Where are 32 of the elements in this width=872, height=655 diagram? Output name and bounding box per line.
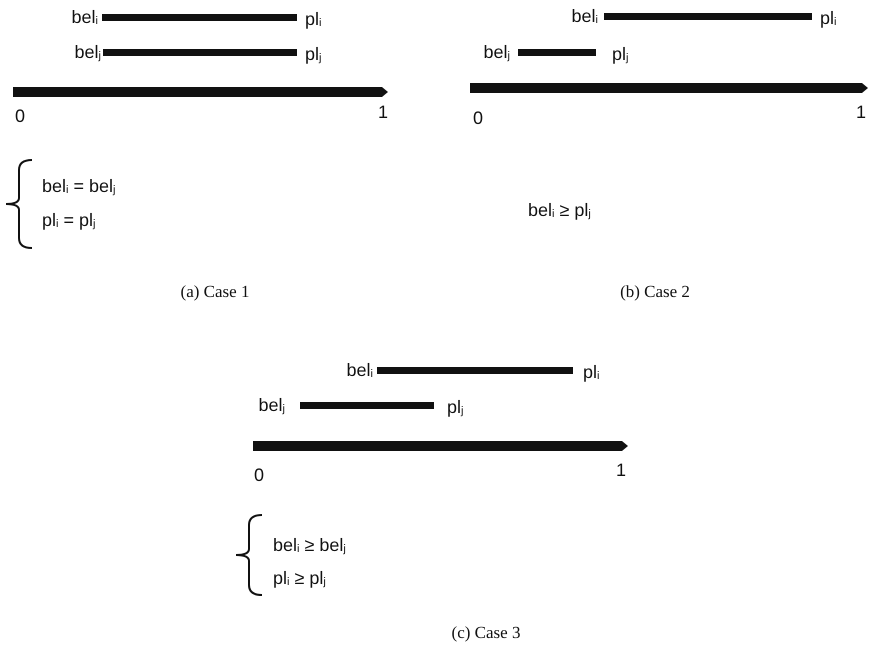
figure-caption: (b) Case 2 (620, 281, 690, 303)
interval-bar (300, 402, 434, 409)
interval-start-label: bel$_{i}$ (72, 6, 98, 29)
interval-end-label: pl$_{j}$ (612, 43, 628, 66)
figure-caption: (c) Case 3 (452, 622, 520, 644)
axis-tick-label: 1 (856, 101, 866, 123)
interval-bar (604, 13, 812, 20)
interval-end-label: pl$_{j}$ (305, 43, 322, 66)
interval-start-label: bel$_{j}$ (258, 394, 285, 417)
condition-text: bel$_{i}$ ≥ bel$_{j}$ (273, 534, 346, 557)
interval-end-label: pl$_{i}$ (305, 8, 322, 31)
figure-caption: (a) Case 1 (180, 281, 250, 303)
interval-end-label: pl$_{i}$ (583, 361, 600, 384)
interval-end-label: pl$_{i}$ (820, 7, 836, 30)
condition-text: bel$_{i}$ ≥ pl$_{j}$ (528, 199, 591, 222)
axis-tick-label: 1 (378, 101, 388, 123)
interval-bar (377, 367, 573, 374)
interval-start-label: bel$_{j}$ (74, 41, 101, 64)
interval-start-label: bel$_{i}$ (572, 5, 598, 28)
condition-text: pl$_{i}$ ≥ pl$_{j}$ (273, 567, 326, 590)
interval-start-label: bel$_{j}$ (484, 41, 510, 64)
axis-tick-label: 1 (616, 459, 626, 481)
interval-end-label: pl$_{j}$ (447, 396, 464, 419)
axis-tick-label: 0 (15, 105, 26, 127)
interval-bar (518, 49, 596, 56)
condition-text: bel$_{i}$ = bel$_{j}$ (42, 175, 116, 198)
interval-bar (103, 49, 297, 56)
axis-tick-label: 0 (473, 107, 484, 129)
interval-bar (102, 14, 297, 21)
condition-text: pl$_{i}$ = pl$_{j}$ (42, 209, 96, 232)
interval-start-label: bel$_{i}$ (346, 359, 373, 382)
axis-tick-label: 0 (254, 464, 264, 486)
